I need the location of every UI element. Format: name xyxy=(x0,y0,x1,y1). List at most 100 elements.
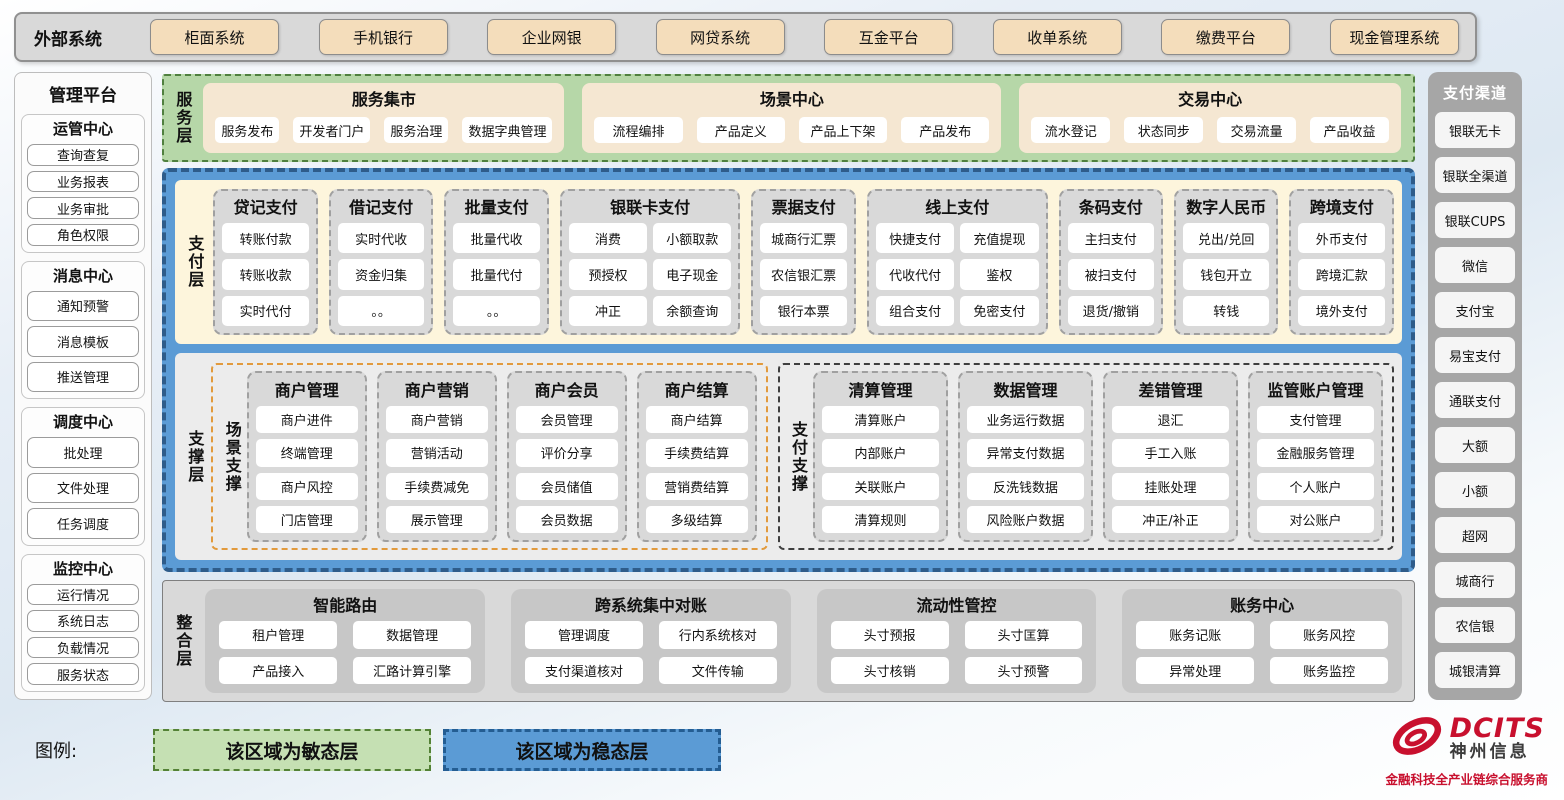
payment-item-button[interactable]: 实时代付 xyxy=(222,295,309,326)
payment-item-button[interactable]: 退货/撤销 xyxy=(1067,295,1154,326)
service-item-button[interactable]: 服务发布 xyxy=(215,117,280,143)
support-item-button[interactable]: 门店管理 xyxy=(255,505,358,534)
support-item-button[interactable]: 手续费减免 xyxy=(385,472,488,500)
service-item-button[interactable]: 流程编排 xyxy=(594,117,683,143)
external-system-button[interactable]: 缴费平台 xyxy=(1161,19,1291,55)
payment-item-button[interactable]: 被扫支付 xyxy=(1067,259,1154,290)
service-item-button[interactable]: 开发者门户 xyxy=(293,117,371,143)
service-item-button[interactable]: 产品定义 xyxy=(696,117,785,143)
management-item-button[interactable]: 查询查复 xyxy=(27,144,139,166)
management-item-button[interactable]: 业务报表 xyxy=(27,170,139,193)
integration-item-button[interactable]: 产品接入 xyxy=(219,656,338,684)
service-item-button[interactable]: 产品收益 xyxy=(1310,117,1389,143)
payment-channel-button[interactable]: 支付宝 xyxy=(1435,292,1515,328)
payment-item-button[interactable]: 免密支付 xyxy=(960,295,1039,326)
support-item-button[interactable]: 手工入账 xyxy=(1111,439,1229,467)
payment-item-button[interactable]: 实时代收 xyxy=(337,223,425,254)
support-item-button[interactable]: 对公账户 xyxy=(1256,505,1374,534)
support-item-button[interactable]: 反洗钱数据 xyxy=(966,472,1084,500)
service-item-button[interactable]: 数据字典管理 xyxy=(462,117,553,143)
support-item-button[interactable]: 展示管理 xyxy=(385,505,488,534)
payment-item-button[interactable]: 主扫支付 xyxy=(1067,223,1154,254)
integration-item-button[interactable]: 头寸预报 xyxy=(830,621,949,649)
payment-channel-button[interactable]: 易宝支付 xyxy=(1435,337,1515,373)
management-item-button[interactable]: 任务调度 xyxy=(27,508,139,539)
management-item-button[interactable]: 消息模板 xyxy=(27,326,139,357)
payment-channel-button[interactable]: 小额 xyxy=(1435,472,1515,508)
payment-item-button[interactable]: 跨境汇款 xyxy=(1298,259,1385,290)
payment-item-button[interactable]: 农信银汇票 xyxy=(760,259,847,290)
payment-item-button[interactable]: 银行本票 xyxy=(760,295,847,326)
service-item-button[interactable]: 状态同步 xyxy=(1124,117,1204,143)
management-item-button[interactable]: 服务状态 xyxy=(27,663,139,685)
payment-item-button[interactable]: 。。 xyxy=(337,295,425,326)
support-item-button[interactable]: 异常支付数据 xyxy=(966,439,1084,467)
payment-channel-button[interactable]: 超网 xyxy=(1435,517,1515,553)
external-system-button[interactable]: 现金管理系统 xyxy=(1329,19,1459,55)
integration-item-button[interactable]: 头寸预警 xyxy=(964,656,1083,684)
integration-item-button[interactable]: 管理调度 xyxy=(525,621,643,649)
service-item-button[interactable]: 产品上下架 xyxy=(798,117,888,143)
payment-item-button[interactable]: 鉴权 xyxy=(960,259,1039,290)
external-system-button[interactable]: 柜面系统 xyxy=(150,19,279,55)
integration-item-button[interactable]: 文件传输 xyxy=(658,656,777,684)
payment-item-button[interactable]: 兑出/兑回 xyxy=(1183,223,1270,254)
payment-item-button[interactable]: 转账付款 xyxy=(222,223,309,254)
payment-channel-button[interactable]: 农信银 xyxy=(1435,607,1515,643)
payment-item-button[interactable]: 钱包开立 xyxy=(1183,259,1270,290)
payment-item-button[interactable]: 资金归集 xyxy=(337,259,425,290)
payment-item-button[interactable]: 外币支付 xyxy=(1298,223,1385,254)
integration-item-button[interactable]: 头寸匡算 xyxy=(964,621,1083,649)
payment-item-button[interactable]: 代收代付 xyxy=(875,259,955,290)
external-system-button[interactable]: 互金平台 xyxy=(824,19,954,55)
support-item-button[interactable]: 评价分享 xyxy=(515,439,618,467)
support-item-button[interactable]: 会员管理 xyxy=(515,405,618,434)
payment-item-button[interactable]: 转账收款 xyxy=(222,259,309,290)
payment-item-button[interactable]: 转钱 xyxy=(1183,295,1270,326)
payment-channel-button[interactable]: 大额 xyxy=(1435,427,1515,463)
support-item-button[interactable]: 内部账户 xyxy=(821,439,939,467)
support-item-button[interactable]: 会员储值 xyxy=(515,472,618,500)
integration-item-button[interactable]: 行内系统核对 xyxy=(658,621,777,649)
service-item-button[interactable]: 服务治理 xyxy=(384,117,449,143)
support-item-button[interactable]: 多级结算 xyxy=(645,505,748,534)
management-item-button[interactable]: 角色权限 xyxy=(27,223,139,246)
support-item-button[interactable]: 挂账处理 xyxy=(1111,472,1229,500)
payment-item-button[interactable]: 快捷支付 xyxy=(875,223,955,254)
payment-item-button[interactable]: 小额取款 xyxy=(653,223,732,254)
support-item-button[interactable]: 终端管理 xyxy=(255,439,358,467)
support-item-button[interactable]: 关联账户 xyxy=(821,472,939,500)
payment-channel-button[interactable]: 城银清算 xyxy=(1435,652,1515,688)
payment-item-button[interactable]: 余额查询 xyxy=(653,295,732,326)
payment-channel-button[interactable]: 银联无卡 xyxy=(1435,112,1515,148)
payment-item-button[interactable]: 批量代收 xyxy=(453,223,540,254)
payment-item-button[interactable]: 组合支付 xyxy=(875,295,955,326)
payment-item-button[interactable]: 消费 xyxy=(568,223,648,254)
integration-item-button[interactable]: 数据管理 xyxy=(353,621,472,649)
management-item-button[interactable]: 通知预警 xyxy=(27,290,139,321)
management-item-button[interactable]: 负载情况 xyxy=(27,636,139,659)
payment-item-button[interactable]: 。。 xyxy=(453,295,540,326)
integration-item-button[interactable]: 账务记账 xyxy=(1136,621,1255,649)
support-item-button[interactable]: 风险账户数据 xyxy=(966,505,1084,534)
payment-channel-button[interactable]: 银联全渠道 xyxy=(1435,157,1515,193)
integration-item-button[interactable]: 租户管理 xyxy=(219,621,338,649)
payment-item-button[interactable]: 电子现金 xyxy=(653,259,732,290)
support-item-button[interactable]: 退汇 xyxy=(1111,405,1229,434)
support-item-button[interactable]: 会员数据 xyxy=(515,505,618,534)
payment-channel-button[interactable]: 银联CUPS xyxy=(1435,202,1515,238)
payment-channel-button[interactable]: 城商行 xyxy=(1435,562,1515,598)
payment-channel-button[interactable]: 通联支付 xyxy=(1435,382,1515,418)
support-item-button[interactable]: 营销费结算 xyxy=(645,472,748,500)
external-system-button[interactable]: 收单系统 xyxy=(992,19,1122,55)
payment-item-button[interactable]: 境外支付 xyxy=(1298,295,1385,326)
management-item-button[interactable]: 业务审批 xyxy=(27,197,139,219)
support-item-button[interactable]: 手续费结算 xyxy=(645,439,748,467)
management-item-button[interactable]: 系统日志 xyxy=(27,610,139,632)
payment-channel-button[interactable]: 微信 xyxy=(1435,247,1515,283)
management-item-button[interactable]: 批处理 xyxy=(27,437,139,468)
integration-item-button[interactable]: 账务风控 xyxy=(1270,621,1389,649)
external-system-button[interactable]: 企业网银 xyxy=(487,19,617,55)
support-item-button[interactable]: 营销活动 xyxy=(385,439,488,467)
support-item-button[interactable]: 商户风控 xyxy=(255,472,358,500)
